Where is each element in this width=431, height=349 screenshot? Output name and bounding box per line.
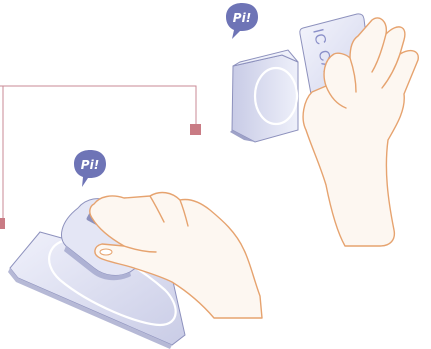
beep-bubble-top: Pi! bbox=[226, 3, 258, 39]
beep-bubble-bottom: Pi! bbox=[74, 150, 106, 187]
beep-text-bottom: Pi! bbox=[81, 158, 99, 172]
beep-text-top: Pi! bbox=[233, 11, 251, 25]
connector-node-right bbox=[190, 124, 201, 135]
ic-card-reader bbox=[230, 50, 298, 142]
connector-node-left bbox=[0, 218, 5, 229]
